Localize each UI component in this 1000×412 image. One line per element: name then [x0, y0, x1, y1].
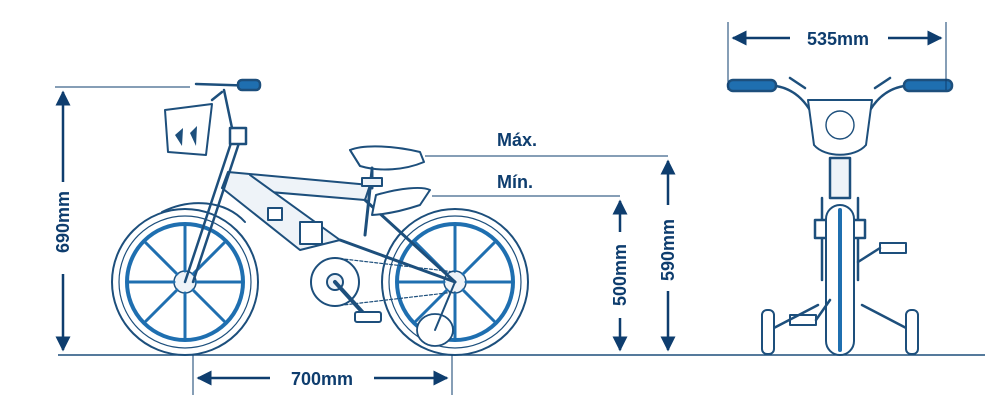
- handlebar: [194, 78, 262, 102]
- bike-frame: [221, 168, 457, 284]
- front-view-plate: [807, 99, 873, 156]
- total-height-label: 690mm: [53, 191, 73, 253]
- handlebar-width-label: 535mm: [807, 29, 869, 49]
- left-training-wheel: [761, 309, 775, 355]
- front-mudguard: [161, 202, 246, 223]
- seat-min-marker: Mín.: [497, 172, 533, 192]
- seat-max-marker: Máx.: [497, 130, 537, 150]
- seat: [349, 145, 431, 216]
- crank: [310, 257, 456, 323]
- front-view-bike: [726, 76, 954, 356]
- right-training-wheel: [905, 309, 919, 355]
- side-view-bike: [111, 78, 529, 356]
- wheelbase-label: 700mm: [291, 369, 353, 389]
- fork: [183, 88, 248, 284]
- right-pedal: [879, 242, 907, 254]
- seat-max-label: 590mm: [658, 219, 678, 281]
- seat-min-label: 500mm: [610, 244, 630, 306]
- front-plate: [164, 103, 213, 156]
